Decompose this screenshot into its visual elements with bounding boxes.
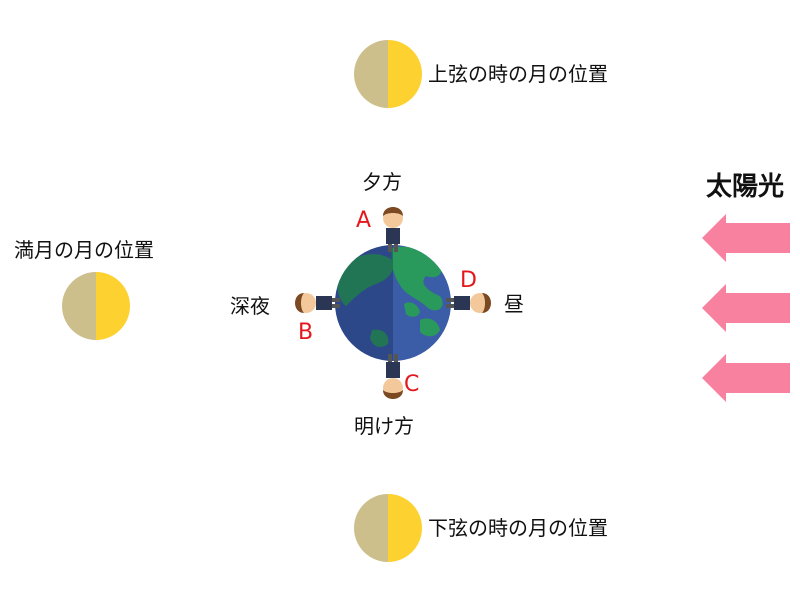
full-moon-label: 満月の月の位置 — [14, 238, 154, 262]
time-label-noon: 昼 — [504, 292, 524, 316]
earth-diagram — [295, 207, 491, 399]
person-b-icon — [295, 293, 340, 313]
marker-a: A — [356, 208, 372, 233]
time-label-midnight: 深夜 — [230, 294, 270, 318]
full-moon-icon — [62, 272, 130, 340]
time-label-dawn: 明け方 — [354, 414, 414, 438]
marker-c: C — [404, 372, 420, 397]
person-d-icon — [446, 293, 491, 313]
first-quarter-moon-label: 上弦の時の月の位置 — [428, 62, 608, 86]
first-quarter-moon-icon — [354, 40, 422, 108]
person-c-icon — [383, 354, 403, 399]
time-label-evening: 夕方 — [362, 170, 402, 194]
marker-b: B — [298, 320, 314, 345]
last-quarter-moon-label: 下弦の時の月の位置 — [428, 516, 608, 540]
sunlight-arrow-icon — [702, 214, 790, 262]
marker-d: D — [460, 268, 477, 293]
sunlight-arrow-icon — [702, 354, 790, 402]
last-quarter-moon-icon — [354, 494, 422, 562]
sunlight-arrow-icon — [702, 284, 790, 332]
sunlight-arrows — [702, 214, 790, 402]
sunlight-label: 太陽光 — [706, 172, 785, 202]
earth-globe-icon — [335, 245, 451, 361]
person-a-icon — [383, 207, 403, 252]
